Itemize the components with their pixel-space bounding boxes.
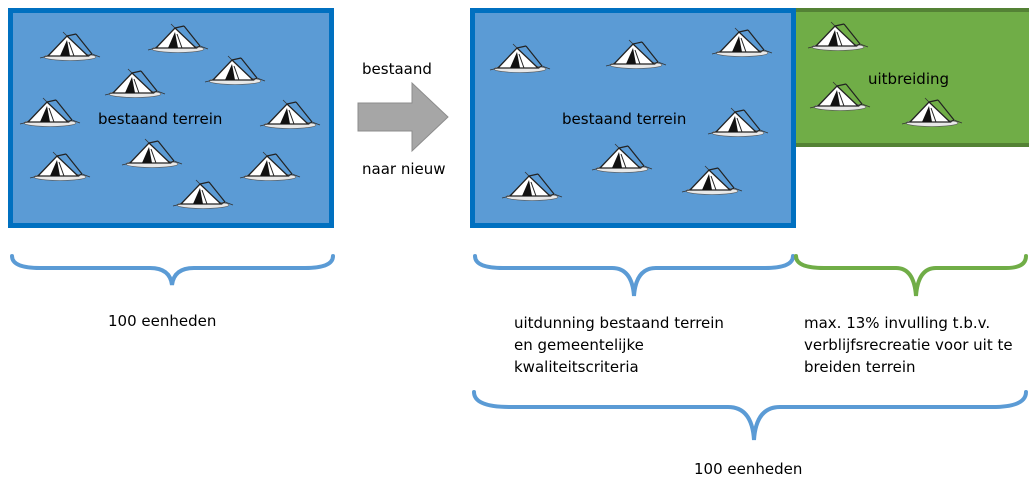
- extension-note: max. 13% invulling t.b.v. verblijfsrecre…: [804, 314, 1013, 376]
- tent-icon: [807, 21, 963, 128]
- arrow-bottom-label: naar nieuw: [362, 160, 446, 178]
- existing-terrain-brace: [473, 254, 795, 297]
- existing-terrain-note: uitdunning bestaand terrein en gemeentel…: [514, 314, 724, 376]
- existing-terrain-label-left: bestaand terrein: [98, 110, 223, 128]
- left-total-label: 100 eenheden: [108, 312, 217, 330]
- tent-icon: [19, 23, 321, 210]
- transition-arrow: [357, 81, 449, 153]
- tent-icon: [489, 27, 773, 202]
- arrow-top-label: bestaand: [362, 60, 432, 78]
- extension-brace: [794, 254, 1028, 297]
- existing-terrain-label-right: bestaand terrein: [562, 110, 687, 128]
- extension-label: uitbreiding: [868, 70, 950, 88]
- total-brace: [472, 390, 1028, 441]
- total-units-label: 100 eenheden: [694, 460, 803, 478]
- left-brace: [10, 254, 335, 286]
